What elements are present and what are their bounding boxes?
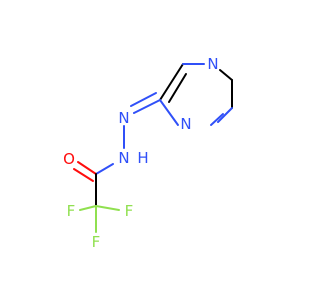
bond-c-f-left xyxy=(79,205,97,211)
bond-c2-c3-inner xyxy=(168,73,187,103)
bond-c2-c3 xyxy=(159,63,184,101)
atom-n-ring-bottom: N xyxy=(180,115,191,133)
atom-nh: N xyxy=(118,149,129,167)
atom-f-right: F xyxy=(125,202,134,220)
atom-n-ring-top: N xyxy=(207,55,218,73)
atom-n-hydrazone: N xyxy=(118,109,129,127)
molecule-diagram: N N N N H O F F F xyxy=(63,55,233,251)
bond-c6-n1 xyxy=(217,107,233,123)
bond-n4-c5 xyxy=(219,69,233,81)
bond-n1-c2 xyxy=(159,99,179,126)
bond-c2-nhydrazone xyxy=(133,99,161,114)
bond-carbonyl-o xyxy=(77,161,97,175)
atom-h: H xyxy=(137,149,148,167)
bond-nh-carbonyl xyxy=(95,163,114,175)
atom-o: O xyxy=(63,150,75,168)
bond-carbonyl-o-inner xyxy=(73,168,94,182)
bond-c6-n1-inner xyxy=(210,113,224,126)
atom-f-bottom: F xyxy=(92,233,101,251)
bond-c2-nhydrazone-inner xyxy=(130,92,157,107)
bond-c-f-right xyxy=(95,205,120,211)
atom-f-left: F xyxy=(67,202,76,220)
